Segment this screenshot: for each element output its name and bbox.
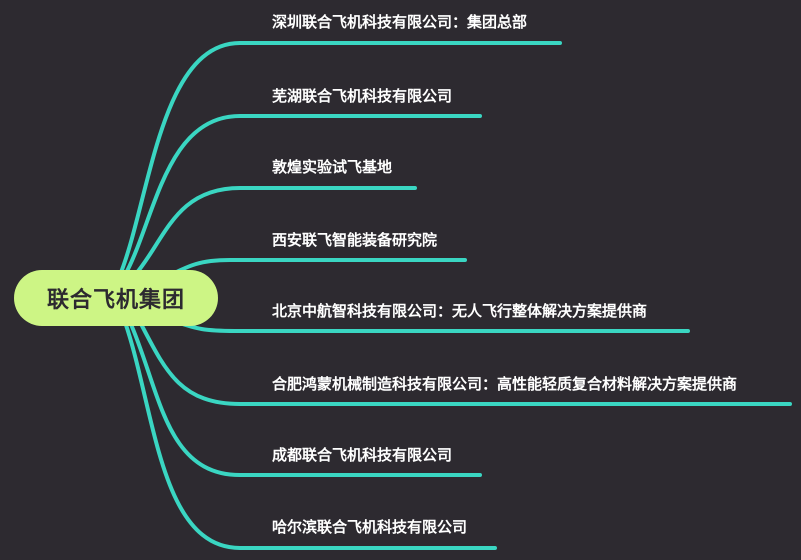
branch-node-8[interactable]: 哈尔滨联合飞机科技有限公司 — [272, 518, 468, 536]
connector-branch-6 — [138, 320, 792, 406]
branch-node-4[interactable]: 西安联飞智能装备研究院 — [272, 231, 438, 249]
branch-node-2[interactable]: 芜湖联合飞机科技有限公司 — [272, 87, 453, 105]
connector-branch-2 — [123, 114, 482, 277]
root-node[interactable]: 联合飞机集团 — [14, 270, 218, 326]
branch-node-7[interactable]: 成都联合飞机科技有限公司 — [272, 446, 453, 464]
connector-branch-1 — [118, 41, 562, 277]
root-label: 联合飞机集团 — [46, 288, 185, 313]
connector-branch-5 — [168, 318, 690, 333]
connector-branch-7 — [128, 320, 482, 477]
branch-node-6[interactable]: 合肥鸿蒙机械制造科技有限公司：高性能轻质复合材料解决方案提供商 — [272, 375, 738, 393]
branch-node-1[interactable]: 深圳联合飞机科技有限公司：集团总部 — [272, 13, 528, 31]
connector-branch-8 — [123, 320, 497, 550]
connector-branch-4 — [163, 258, 467, 280]
branch-node-5[interactable]: 北京中航智科技有限公司：无人飞行整体解决方案提供商 — [272, 302, 648, 320]
branch-node-3[interactable]: 敦煌实验试飞基地 — [272, 158, 393, 176]
connector-branch-3 — [133, 186, 417, 277]
